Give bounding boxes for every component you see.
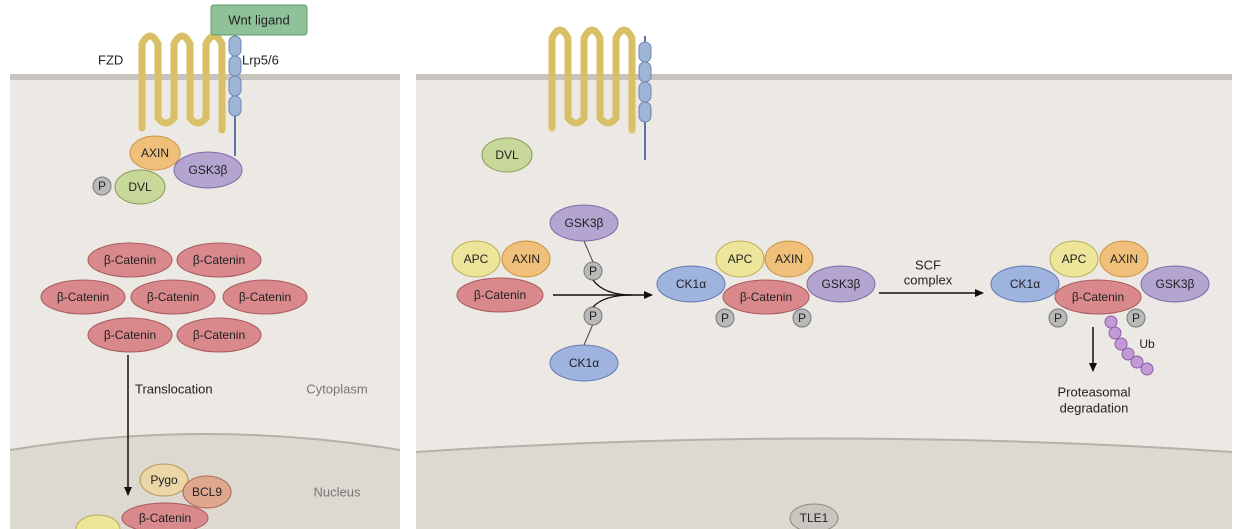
gsk3b-phospho-label: P	[589, 264, 597, 278]
proteasome-label-line2: degradation	[1060, 401, 1129, 416]
nuclear-bcl9-label: BCL9	[192, 485, 222, 499]
cytoplasm-label: Cytoplasm	[306, 382, 367, 397]
catenin-label: β-Catenin	[193, 253, 245, 267]
scf-label-line2: complex	[904, 273, 953, 288]
complex3-ck1a-label: CK1α	[1010, 277, 1040, 291]
catenin-label: β-Catenin	[57, 290, 109, 304]
input-gsk3b-label: GSK3β	[565, 216, 604, 230]
ubiquitin-bead	[1109, 327, 1121, 339]
translocation-label: Translocation	[135, 382, 213, 397]
ubiquitin-bead	[1141, 363, 1153, 375]
proteasome-label-line1: Proteasomal	[1058, 385, 1131, 400]
complex2-apc-label: APC	[728, 252, 753, 266]
wnt-ligand-label: Wnt ligand	[228, 13, 289, 28]
complex2-catenin-label: β-Catenin	[740, 290, 792, 304]
fzd-label: FZD	[98, 53, 123, 68]
right-plasma-membrane	[416, 74, 1232, 80]
nuclear-tle1-label: TLE1	[800, 511, 829, 525]
catenin-label: β-Catenin	[239, 290, 291, 304]
ck1a-phospho-label: P	[589, 309, 597, 323]
complex3-gsk3b-label: GSK3β	[1156, 277, 1195, 291]
nuclear-pygo-label: Pygo	[150, 473, 178, 487]
complex2-gsk3b-label: GSK3β	[822, 277, 861, 291]
left-dvl-phospho-label: P	[98, 179, 106, 193]
scf-label-line1: SCF	[915, 258, 941, 273]
nucleus-label: Nucleus	[314, 485, 361, 500]
complex1-catenin-label: β-Catenin	[474, 288, 526, 302]
complex3-apc-label: APC	[1062, 252, 1087, 266]
complex3-phospho-label: P	[1132, 311, 1140, 325]
ub-label: Ub	[1139, 337, 1155, 351]
left-dvl-label: DVL	[128, 180, 152, 194]
complex2-phospho-label: P	[798, 311, 806, 325]
catenin-label: β-Catenin	[193, 328, 245, 342]
catenin-label: β-Catenin	[147, 290, 199, 304]
complex2-ck1a-label: CK1α	[676, 277, 706, 291]
nuclear-catenin-label: β-Catenin	[139, 511, 191, 525]
lrp-label: Lrp5/6	[242, 53, 279, 68]
right-panel: DVL APC AXIN β-Catenin GSK3β P CK1α P AP…	[416, 30, 1232, 529]
right-dvl-label: DVL	[495, 148, 519, 162]
complex3-axin-label: AXIN	[1110, 252, 1138, 266]
complex1-axin-label: AXIN	[512, 252, 540, 266]
catenin-label: β-Catenin	[104, 253, 156, 267]
left-axin-label: AXIN	[141, 146, 169, 160]
catenin-label: β-Catenin	[104, 328, 156, 342]
complex2-phospho-label: P	[721, 311, 729, 325]
complex3-catenin-label: β-Catenin	[1072, 290, 1124, 304]
complex3-phospho-label: P	[1054, 311, 1062, 325]
left-gsk3b-label: GSK3β	[189, 163, 228, 177]
left-panel: FZD Lrp5/6 Wnt ligand AXIN GSK3β DVL P β…	[10, 5, 400, 529]
complex1-apc-label: APC	[464, 252, 489, 266]
complex2-axin-label: AXIN	[775, 252, 803, 266]
ubiquitin-bead	[1105, 316, 1117, 328]
input-ck1a-label: CK1α	[569, 356, 599, 370]
